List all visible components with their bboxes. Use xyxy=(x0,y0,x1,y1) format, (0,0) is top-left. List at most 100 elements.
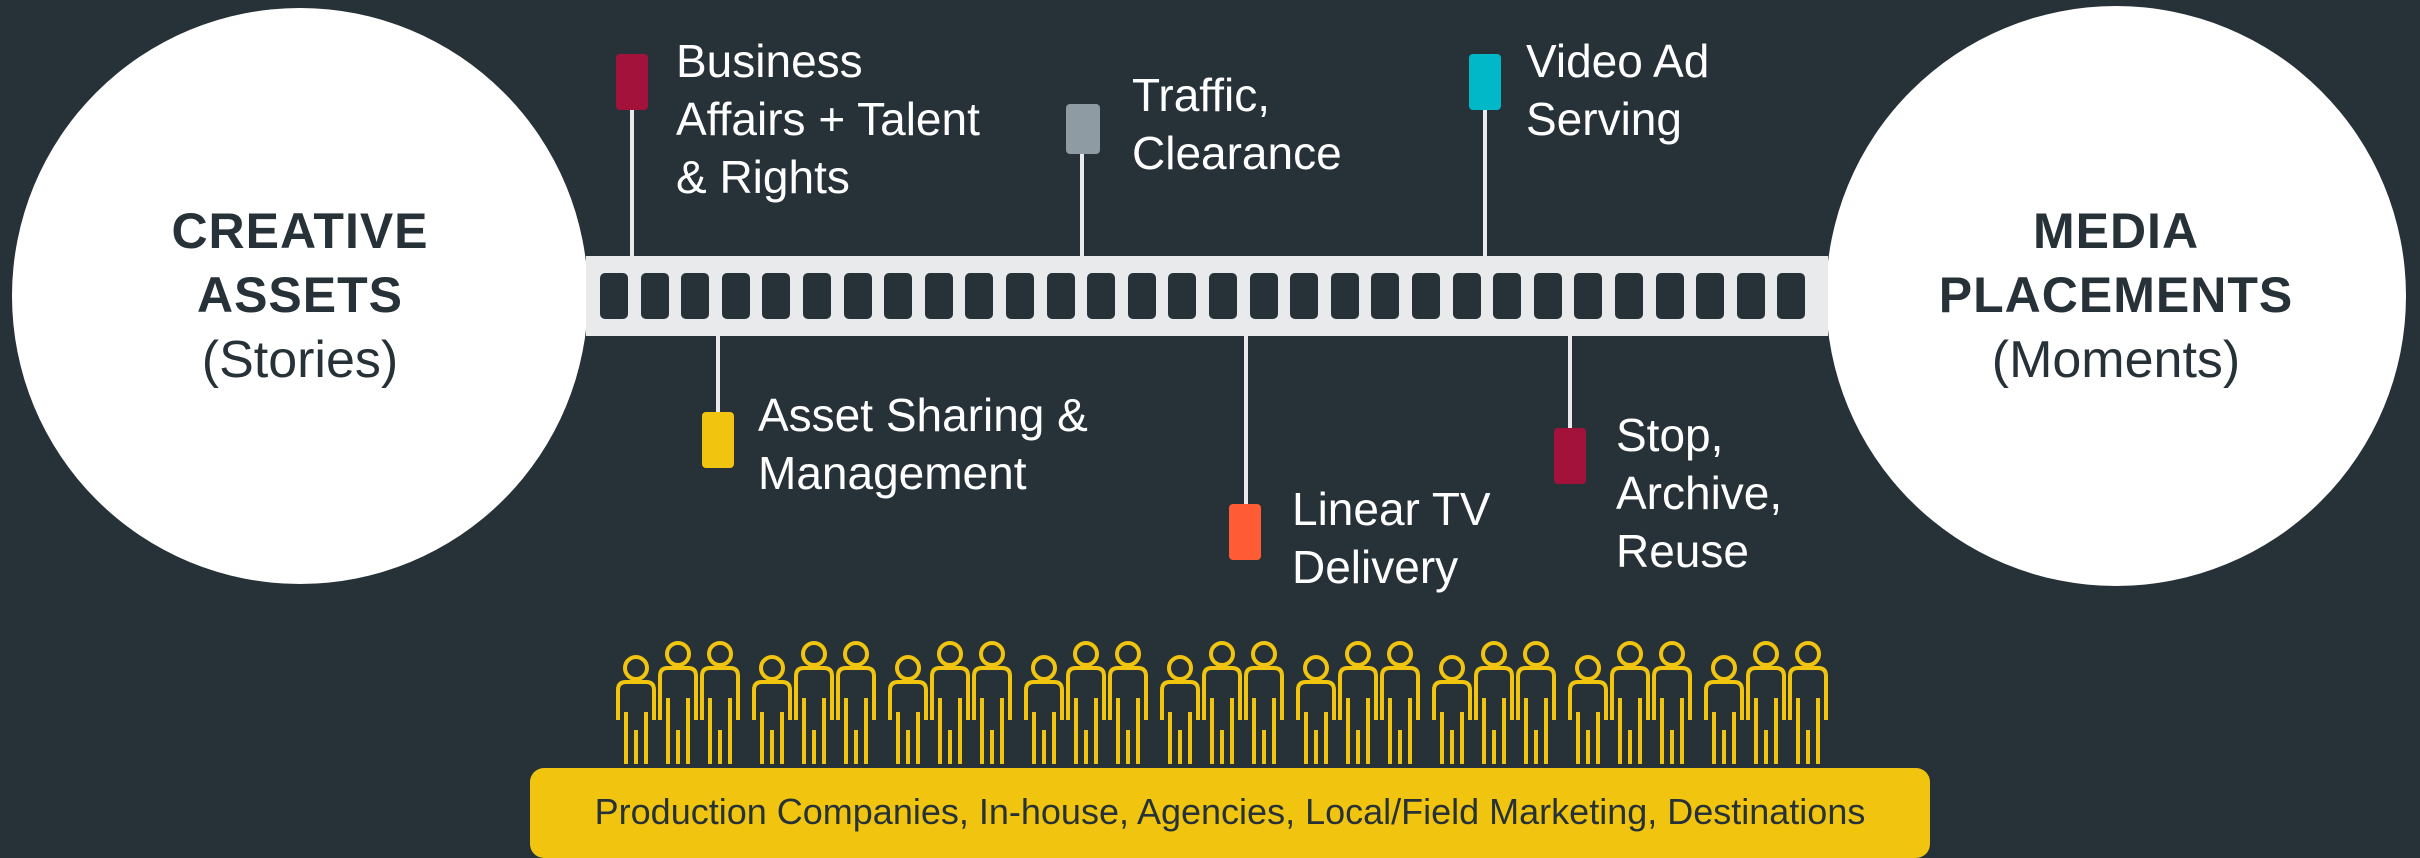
person-icon xyxy=(1652,641,1692,764)
person-icon xyxy=(1516,641,1556,764)
business-affairs-label-line-2: Affairs + Talent xyxy=(676,93,980,145)
film-sprocket-hole xyxy=(965,273,994,319)
film-sprocket-hole xyxy=(1412,273,1440,319)
film-sprocket-hole xyxy=(1533,273,1562,319)
person-icon xyxy=(1610,641,1650,764)
film-sprocket-hole xyxy=(1006,273,1034,319)
person-icon xyxy=(1160,655,1200,764)
video-ad-marker xyxy=(1469,54,1501,110)
media-placements-circle: MEDIA PLACEMENTS (Moments) xyxy=(1826,6,2406,586)
people-icons-group xyxy=(616,641,1828,764)
film-sprocket-hole xyxy=(1168,273,1197,319)
film-sprocket-hole xyxy=(1696,273,1725,319)
creative-assets-circle: CREATIVE ASSETS (Stories) xyxy=(12,8,588,584)
video-ad-label: Video Ad Serving xyxy=(1526,32,1709,148)
asset-sharing-label-line-1: Asset Sharing & xyxy=(758,389,1088,441)
person-icon xyxy=(1380,641,1420,764)
film-sprocket-hole xyxy=(681,273,710,319)
business-affairs-label-line-3: & Rights xyxy=(676,151,850,203)
person-icon xyxy=(700,641,740,764)
film-sprocket-hole xyxy=(1046,273,1075,319)
stop-archive-marker xyxy=(1554,428,1586,484)
film-sprocket-hole xyxy=(600,273,628,319)
person-icon xyxy=(1704,655,1744,764)
film-sprocket-hole xyxy=(1249,273,1278,319)
linear-tv-label: Linear TV Delivery xyxy=(1292,480,1491,596)
contributors-banner: Production Companies, In-house, Agencies… xyxy=(530,768,1930,858)
linear-tv-marker xyxy=(1229,504,1261,560)
person-icon xyxy=(1788,641,1828,764)
film-sprocket-hole xyxy=(1087,273,1116,319)
video-ad-label-line-2: Serving xyxy=(1526,93,1682,145)
film-sprocket-hole xyxy=(1615,273,1643,319)
video-ad-label-line-1: Video Ad xyxy=(1526,35,1710,87)
traffic-marker xyxy=(1066,104,1100,154)
person-icon xyxy=(616,655,656,764)
person-icon xyxy=(1108,641,1148,764)
film-sprocket-hole xyxy=(1574,273,1603,319)
person-icon xyxy=(1296,655,1336,764)
person-icon xyxy=(1338,641,1378,764)
film-sprocket-hole xyxy=(1330,273,1359,319)
person-icon xyxy=(1066,641,1106,764)
person-icon xyxy=(658,641,698,764)
film-sprocket-hole xyxy=(924,273,953,319)
stop-archive-label: Stop, Archive, Reuse xyxy=(1616,406,1782,580)
traffic-label-line-1: Traffic, xyxy=(1132,69,1271,121)
stop-archive-label-line-3: Reuse xyxy=(1616,525,1749,577)
film-sprocket-hole xyxy=(803,273,831,319)
business-affairs-label-line-1: Business xyxy=(676,35,863,87)
film-sprocket-hole xyxy=(721,273,750,319)
person-icon xyxy=(1024,655,1064,764)
film-sprocket-hole xyxy=(843,273,872,319)
film-sprocket-hole xyxy=(1452,273,1481,319)
asset-sharing-label: Asset Sharing & Management xyxy=(758,386,1088,502)
person-icon xyxy=(888,655,928,764)
business-affairs-connector xyxy=(630,92,634,258)
stop-archive-connector xyxy=(1568,334,1572,434)
media-placements-title-line-1: MEDIA xyxy=(2032,203,2200,259)
creative-assets-title-line-2: ASSETS xyxy=(196,267,404,323)
media-placements-subtitle: (Moments) xyxy=(1991,331,2241,389)
person-icon xyxy=(752,655,792,764)
business-affairs-label: Business Affairs + Talent & Rights xyxy=(676,32,980,206)
person-icon xyxy=(1432,655,1472,764)
asset-sharing-marker xyxy=(702,412,734,468)
asset-sharing-label-line-2: Management xyxy=(758,447,1027,499)
creative-assets-title-line-1: CREATIVE xyxy=(171,203,429,259)
person-icon xyxy=(930,641,970,764)
film-strip xyxy=(586,256,1828,336)
film-sprocket-hole xyxy=(1736,273,1765,319)
film-sprocket-hole xyxy=(762,273,791,319)
stop-archive-label-line-1: Stop, xyxy=(1616,409,1724,461)
film-sprocket-hole xyxy=(640,273,669,319)
film-sprocket-hole xyxy=(1655,273,1684,319)
film-sprocket-hole xyxy=(884,273,913,319)
person-icon xyxy=(1746,641,1786,764)
asset-sharing-connector xyxy=(716,334,720,424)
person-icon xyxy=(1202,641,1242,764)
film-sprocket-hole xyxy=(1127,273,1156,319)
creative-assets-subtitle: (Stories) xyxy=(201,331,399,389)
media-placements-title-line-2: PLACEMENTS xyxy=(1938,267,2294,323)
film-sprocket-hole xyxy=(1493,273,1522,319)
stop-archive-label-line-2: Archive, xyxy=(1616,467,1783,519)
traffic-label-line-2: Clearance xyxy=(1132,127,1342,179)
person-icon xyxy=(836,641,876,764)
business-affairs-marker xyxy=(616,54,648,110)
film-sprocket-hole xyxy=(1371,273,1400,319)
person-icon xyxy=(1244,641,1284,764)
person-icon xyxy=(1568,655,1608,764)
linear-tv-label-line-1: Linear TV xyxy=(1292,483,1491,535)
person-icon xyxy=(972,641,1012,764)
film-sprocket-hole xyxy=(1209,273,1237,319)
traffic-label: Traffic, Clearance xyxy=(1132,66,1342,182)
person-icon xyxy=(794,641,834,764)
linear-tv-connector xyxy=(1244,334,1248,514)
linear-tv-label-line-2: Delivery xyxy=(1292,541,1459,593)
video-ad-connector xyxy=(1483,92,1487,258)
person-icon xyxy=(1474,641,1514,764)
film-sprocket-hole xyxy=(1290,273,1319,319)
contributors-banner-text: Production Companies, In-house, Agencies… xyxy=(594,791,1866,832)
traffic-connector xyxy=(1080,140,1084,258)
